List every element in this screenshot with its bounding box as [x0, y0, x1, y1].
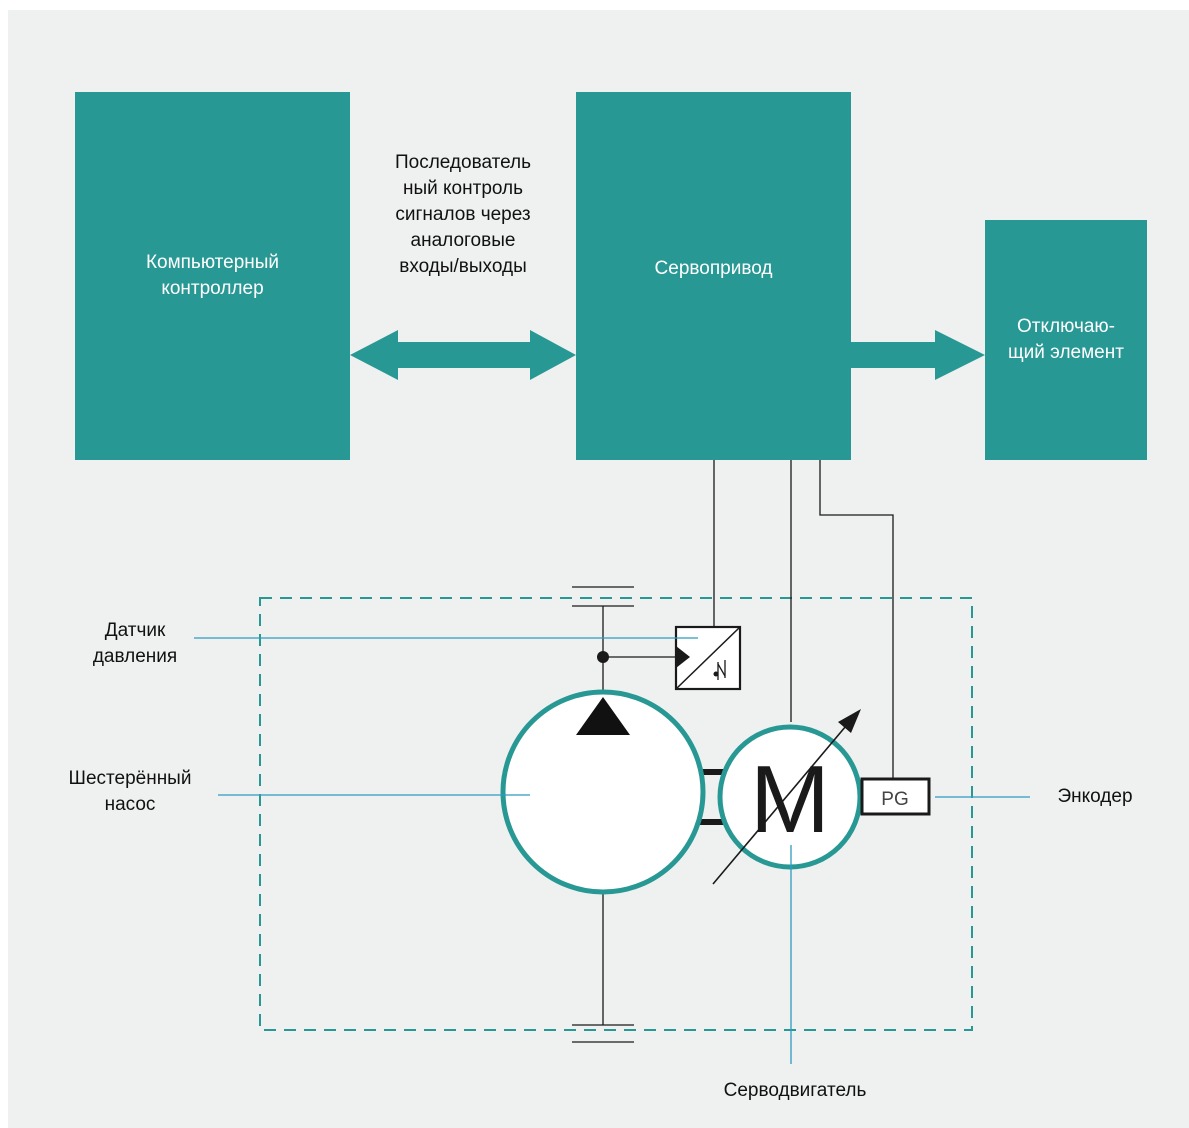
pump-direction-triangle	[576, 697, 630, 735]
disconnect-element-block: Отключаю- щий элемент	[985, 220, 1147, 460]
encoder-label-text: Энкодер	[1057, 786, 1133, 807]
pressure-sensor-label-line-1: Датчик	[104, 620, 166, 641]
pump-suction-line	[572, 892, 634, 1043]
servo-pump-module-boundary	[259, 597, 973, 1031]
servo-drive-block: Сервопривод	[576, 92, 851, 460]
servo-motor-label-text: Серводвигатель	[723, 1080, 867, 1101]
computer-controller-block: Компьютерный контроллер	[75, 92, 350, 460]
output-arrow	[851, 330, 985, 380]
variable-arrow-icon	[712, 709, 861, 885]
signal-wires	[713, 460, 894, 779]
link-label-line-1: Последователь	[394, 152, 532, 173]
servo-drive-label: Сервопривод	[654, 258, 773, 279]
link-label-line-4: аналоговые	[410, 230, 516, 251]
disconnect-label-line-2: щий элемент	[1008, 342, 1124, 363]
controller-label-line-1: Компьютерный	[145, 252, 280, 273]
servo-motor-label: Серводвигатель	[690, 1078, 900, 1104]
gear-pump-label-line-1: Шестерённый	[68, 768, 192, 789]
encoder-label: Энкодер	[1040, 784, 1150, 810]
link-description: Последователь ный контроль сигналов чере…	[355, 150, 571, 280]
gear-pump-label: Шестерённый насос	[40, 766, 220, 818]
controller-label-line-2: контроллер	[161, 278, 264, 299]
gear-pump-icon	[500, 689, 706, 895]
encoder-icon	[860, 777, 931, 816]
disconnect-label-line-1: Отключаю-	[1017, 316, 1115, 337]
pressure-sensor-label-line-2: давления	[92, 646, 178, 667]
junction-dot	[597, 651, 609, 663]
motor-symbol-text: M	[750, 746, 830, 853]
link-label-line-5: входы/выходы	[399, 256, 527, 277]
link-label-line-3: сигналов через	[395, 204, 531, 225]
pressure-sensor-icon	[674, 625, 742, 691]
link-label-line-2: ный контроль	[402, 178, 524, 199]
bidirectional-arrow	[350, 330, 576, 380]
callout-lines	[194, 637, 1030, 1064]
pump-pressure-line	[572, 586, 676, 690]
pressure-sensor-label: Датчик давления	[60, 618, 210, 670]
servo-motor-icon	[717, 724, 863, 870]
gear-pump-label-line-2: насос	[104, 794, 156, 815]
encoder-symbol-text: PG	[881, 789, 908, 810]
